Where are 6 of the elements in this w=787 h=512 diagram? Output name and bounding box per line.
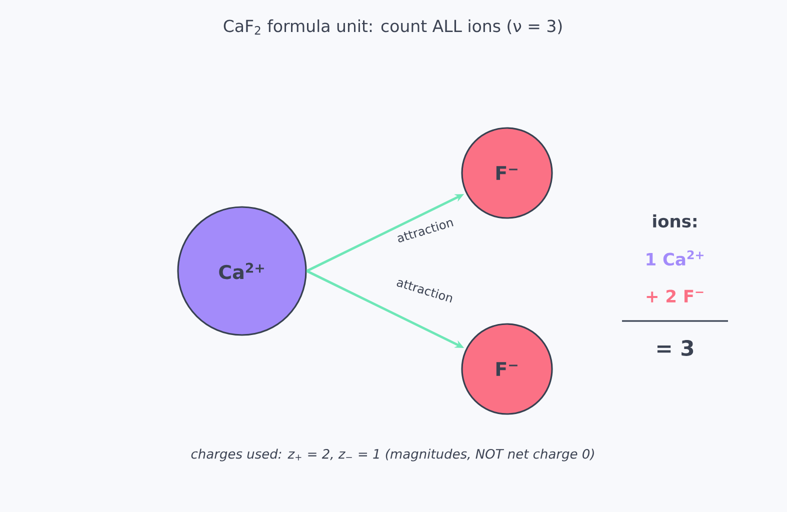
heading: ions: — [653, 214, 696, 228]
caption: charges used: z$_{+}$ = 2, z$_{−}$ = 1 (magnitudes, NOT net charge 0) — [191, 448, 594, 462]
total-text: = 3 — [657, 340, 694, 356]
count-line: 1 Ca$^{2+}$ — [646, 250, 704, 266]
count-line: + 2 F$^{−}$ — [646, 290, 704, 302]
title: CaF$_{2}$ formula unit: count ALL ions (ν = 3) — [224, 19, 562, 35]
